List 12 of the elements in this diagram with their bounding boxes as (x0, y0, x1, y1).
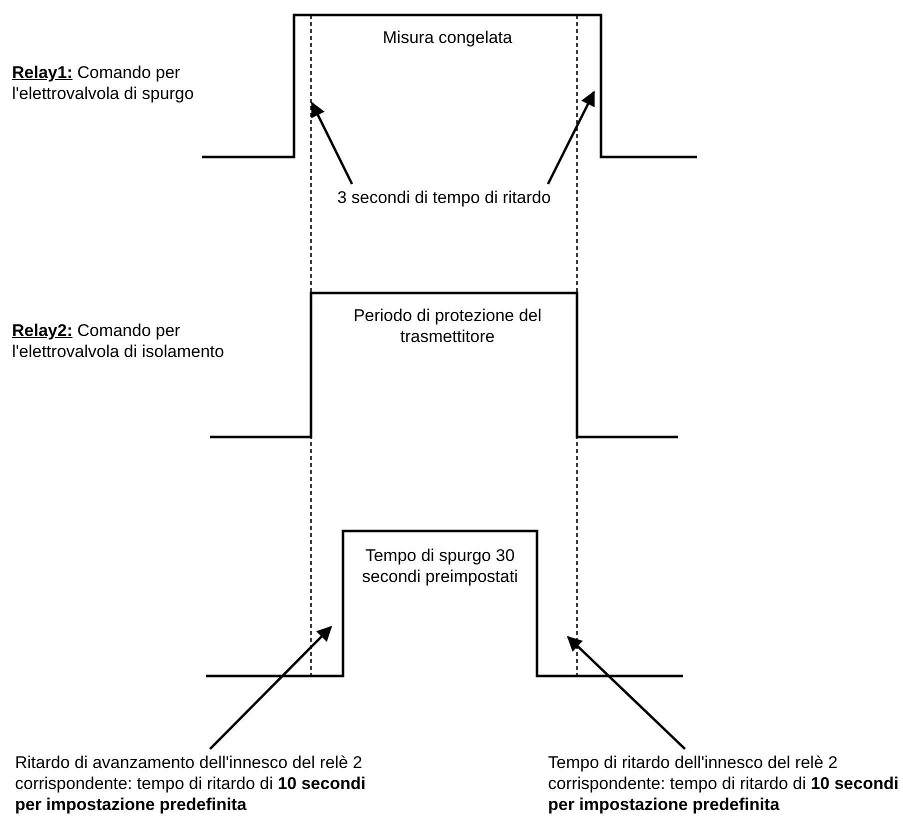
arrow (310, 102, 354, 185)
arrow (209, 626, 332, 750)
signal-phase-label: Periodo di protezione del trasmettitore (352, 305, 543, 347)
relay-description: Relay2: Comando per l'elettrovalvola di isolamento (12, 320, 226, 362)
annotation-text: Tempo di ritardo dell'innesco del relè 2 corrispondente: tempo di ritardo di 10 secondi per impostazione predefinita (548, 752, 903, 815)
annotation-text: 3 secondi di tempo di ritardo (318, 187, 570, 208)
signal-phase-label: Misura congelata (382, 27, 514, 48)
arrow (566, 636, 686, 750)
relay-description: Relay1: Comando per l'elettrovalvola di spurgo (12, 62, 195, 104)
signal-phase-label: Tempo di spurgo 30 secondi preimpostati (361, 545, 519, 587)
arrow (546, 90, 596, 185)
annotation-text: Ritardo di avanzamento dell'innesco del relè 2 corrispondente: tempo di ritardo di 10 secondi per impostazione predefinita (15, 752, 390, 815)
